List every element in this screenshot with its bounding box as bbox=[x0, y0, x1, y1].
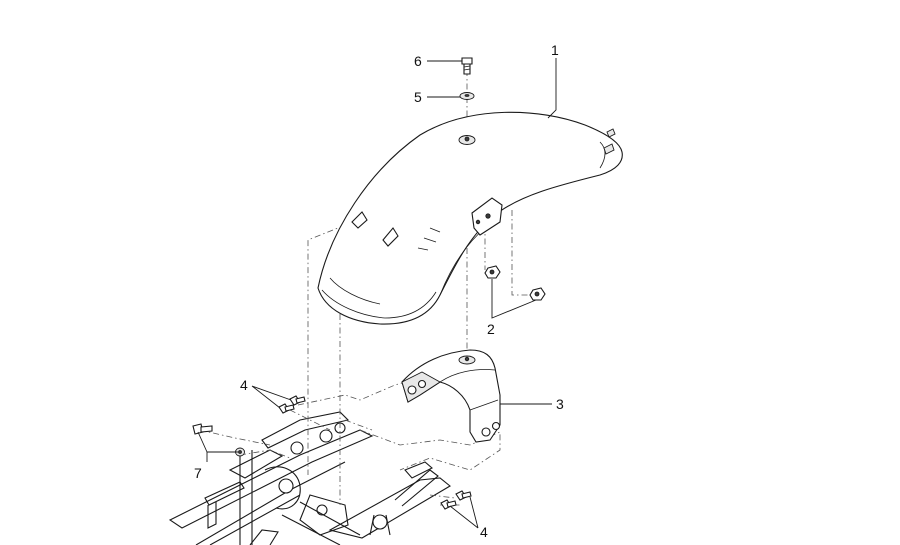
callout-top-screw: 6 bbox=[414, 53, 422, 69]
side-screw bbox=[192, 423, 245, 457]
fender-bracket bbox=[401, 349, 501, 443]
frame-assembly bbox=[168, 411, 451, 545]
callout-nuts: 2 bbox=[487, 321, 495, 337]
rear-fender bbox=[317, 111, 623, 325]
screws-lower bbox=[440, 490, 472, 510]
callout-washer: 5 bbox=[414, 89, 422, 105]
callout-fender: 1 bbox=[551, 42, 559, 58]
callout-screws-lower: 4 bbox=[480, 524, 488, 540]
top-screw bbox=[461, 57, 473, 75]
callout-screws-upper: 4 bbox=[240, 377, 248, 393]
callout-side-screw: 7 bbox=[194, 465, 202, 481]
callout-bracket: 3 bbox=[556, 396, 564, 412]
leader-lines bbox=[197, 58, 557, 529]
screws-upper bbox=[278, 395, 306, 414]
washer bbox=[459, 92, 475, 100]
nuts bbox=[484, 265, 546, 301]
callout-labels: 1 6 5 2 3 4 7 4 bbox=[194, 42, 564, 540]
